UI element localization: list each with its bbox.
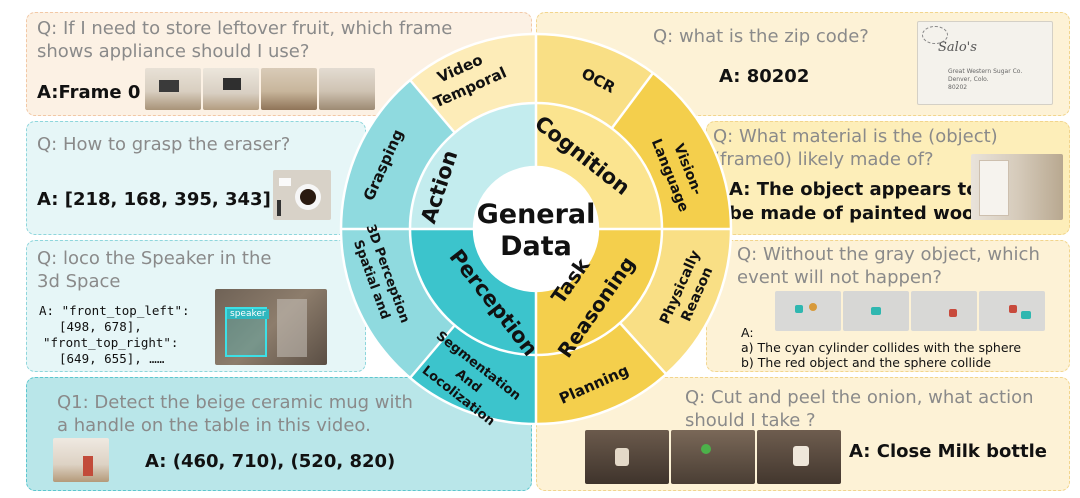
event-answer-label: A: (741, 325, 754, 340)
mug-answer: A: (460, 710), (520, 820) (145, 451, 396, 472)
fruit-answer: A:Frame 0 (37, 82, 141, 103)
sector-planning (536, 323, 666, 424)
onion-question-line2: should I take ? (685, 410, 816, 431)
sector-vision-language (612, 73, 731, 229)
envelope-image: Salo's Great Western Sugar Co. Denver, C… (917, 21, 1053, 105)
envelope-line2: Denver, Colo. (948, 76, 989, 83)
speaker-room-image: speaker (215, 289, 327, 365)
event-frame-2 (911, 291, 977, 331)
fruit-frame-2-image (261, 68, 317, 110)
sector-perception (410, 229, 536, 355)
zip-question: Q: what is the zip code? (653, 26, 869, 47)
sector-grasping (340, 80, 455, 229)
material-question-line1: Q: What material is the (object) (713, 126, 998, 147)
center-title-line1: General (477, 199, 596, 230)
envelope-line3: 80202 (948, 84, 968, 91)
speaker-question-line2: 3d Space (37, 271, 121, 292)
fruit-frame-3-image (319, 68, 375, 110)
onion-question-line1: Q: Cut and peel the onion, what action (685, 387, 1034, 408)
speaker-answer-line4: [649, 655], …… (59, 351, 165, 366)
speaker-answer-line2: [498, 678], (59, 319, 142, 334)
event-frame-3 (979, 291, 1045, 331)
general-data-wheel: General Data Cognition Action Perception… (339, 32, 733, 429)
sector-action (410, 103, 536, 229)
sector-physically-reason (620, 229, 731, 374)
center-circle (474, 167, 598, 291)
sector-ocr (536, 34, 653, 128)
fruit-frame-0-image (145, 68, 201, 110)
onion-answer: A: Close Milk bottle (849, 441, 1047, 462)
event-question-line1: Q: Without the gray object, which (737, 244, 1040, 265)
center-title-line2: Data (500, 231, 572, 262)
eraser-table-image (273, 170, 331, 220)
mug-video-frame (53, 438, 109, 482)
event-frame-1 (843, 291, 909, 331)
grasp-answer: A: [218, 168, 395, 343] (37, 189, 271, 210)
fruit-question-line1: Q: If I need to store leftover fruit, wh… (37, 18, 453, 39)
event-frame-0 (775, 291, 841, 331)
envelope-line1: Great Western Sugar Co. (948, 68, 1023, 75)
mug-question-line1: Q1: Detect the beige ceramic mug with (57, 392, 413, 413)
event-answer-option-a: a) The cyan cylinder collides with the s… (741, 340, 1022, 355)
material-frame-image (971, 154, 1063, 220)
speaker-tag: speaker (227, 309, 269, 319)
panel-speaker-3d: Q: loco the Speaker in the 3d Space A: "… (26, 240, 366, 372)
fruit-frame-1-image (203, 68, 259, 110)
sector-cognition (536, 103, 662, 229)
panel-physical-event: Q: Without the gray object, which event … (706, 240, 1070, 372)
onion-frame-0 (585, 430, 669, 484)
onion-frame-1 (671, 430, 755, 484)
panel-grasping: Q: How to grasp the eraser? A: [218, 168… (26, 121, 366, 235)
onion-frame-2 (757, 430, 841, 484)
panel-material: Q: What material is the (object) (frame0… (706, 121, 1070, 235)
sector-task-reasoning (536, 229, 662, 355)
material-question-line2: (frame0) likely made of? (713, 149, 934, 170)
panel-onion-planning: Q: Cut and peel the onion, what action s… (536, 377, 1070, 491)
envelope-signature: Salo's (938, 40, 977, 55)
speaker-answer-line3: "front_top_right": (43, 335, 179, 350)
speaker-answer-line1: A: "front_top_left": (39, 303, 190, 318)
material-answer-line1: A: The object appears to (729, 179, 979, 200)
speaker-question-line1: Q: loco the Speaker in the (37, 248, 272, 269)
event-answer-option-b: b) The red object and the sphere collide (741, 355, 992, 370)
grasp-question: Q: How to grasp the eraser? (37, 134, 291, 155)
mug-question-line2: a handle on the table in this video. (57, 415, 371, 436)
event-question-line2: event will not happen? (737, 267, 942, 288)
fruit-question-line2: shows appliance should I use? (37, 41, 310, 62)
zip-answer: A: 80202 (719, 66, 810, 87)
sector-spatial-3d (340, 229, 455, 378)
material-answer-line2: be made of painted wood (729, 203, 988, 224)
